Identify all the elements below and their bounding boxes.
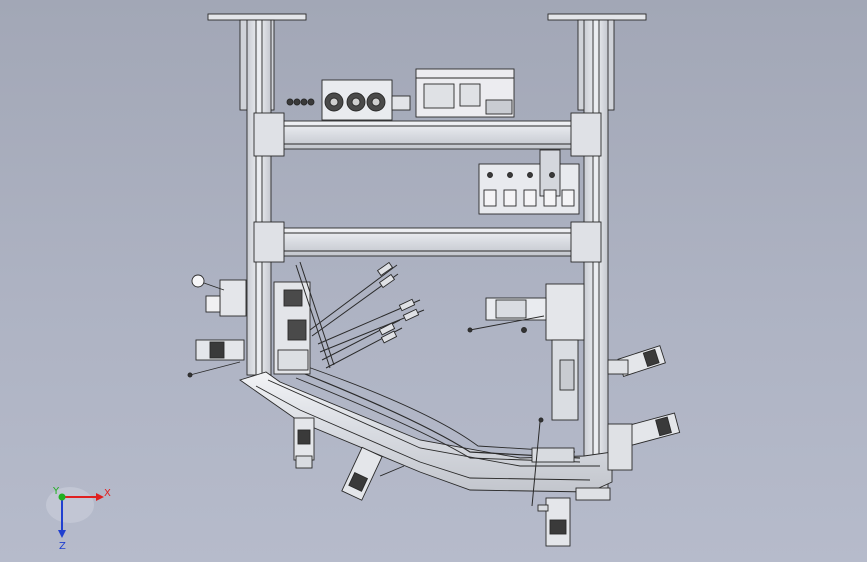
coordinate-triad: X Y Z — [46, 486, 111, 552]
x-axis-label: X — [104, 488, 111, 499]
right-outer-cylinder — [617, 345, 666, 377]
y-axis-label: Y — [52, 486, 60, 497]
cross-beam-lower — [271, 227, 585, 257]
bottom-mid-cylinder — [341, 446, 383, 501]
rail-bracket — [531, 447, 575, 463]
curved-guide-rail — [299, 371, 581, 459]
joint-block — [253, 221, 285, 263]
bottom-right-cylinder — [537, 497, 571, 547]
right-lower-cylinder — [625, 412, 681, 446]
cross-beam-upper — [271, 120, 585, 150]
top-plate-left — [207, 13, 307, 21]
valve-terminal — [478, 163, 580, 215]
frame-post-left — [246, 19, 272, 376]
bolt-row — [286, 98, 315, 106]
right-clamp-bracket — [545, 283, 585, 341]
joint-block — [570, 221, 602, 263]
left-mount-bracket — [219, 279, 247, 317]
bottom-left-cylinder — [293, 417, 315, 469]
z-axis-label: Z — [59, 541, 66, 552]
joint-block — [570, 112, 602, 157]
top-plate-right — [547, 13, 647, 21]
joint-block — [253, 112, 285, 157]
